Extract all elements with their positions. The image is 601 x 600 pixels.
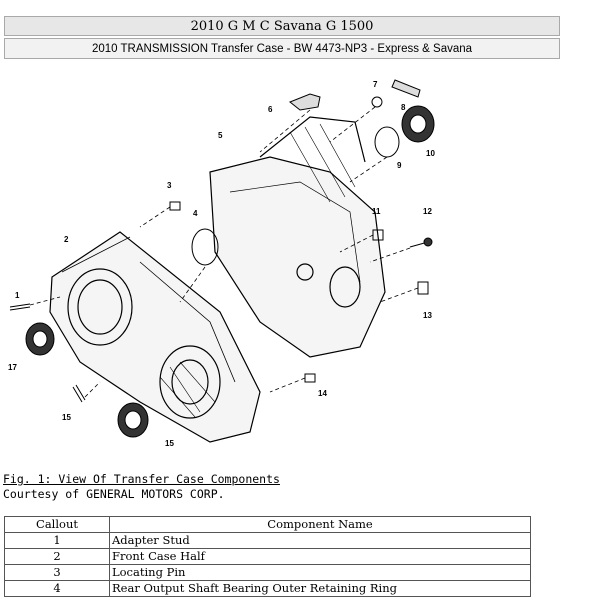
callout-15-lower: 15 [165,439,174,448]
callout-9: 9 [397,161,402,170]
callout-11: 11 [372,207,381,216]
table-cell-callout: 2 [4,548,110,565]
callout-4: 4 [193,209,198,218]
callout-10: 10 [426,149,435,158]
table-row: 2 Front Case Half [4,548,531,565]
callout-17: 17 [8,363,17,372]
table-cell-callout: 1 [4,532,110,549]
leader-lines [29,106,419,398]
column-header-callout: Callout [4,516,110,533]
transfer-case-diagram: 1 2 3 4 5 6 7 8 9 10 11 12 13 14 15 15 1… [8,79,435,448]
callout-15-upper: 15 [62,413,71,422]
page-title: 2010 G M C Savana G 1500 [4,16,560,36]
table-cell-callout: 3 [4,564,110,581]
front-case-half-drawing [49,231,261,443]
table-cell-callout: 4 [4,580,110,597]
table-header-row: Callout Component Name [4,516,531,533]
table-cell-component: Locating Pin [109,564,531,581]
callout-14: 14 [318,389,327,398]
callout-3: 3 [167,181,172,190]
callout-6: 6 [268,105,273,114]
callout-7: 7 [373,80,378,89]
components-table: Callout Component Name 1 Adapter Stud 2 … [4,516,531,597]
page-subtitle-text: 2010 TRANSMISSION Transfer Case - BW 447… [91,42,473,55]
page-title-text: 2010 G M C Savana G 1500 [190,18,374,34]
page-subtitle: 2010 TRANSMISSION Transfer Case - BW 447… [4,38,560,59]
callout-12: 12 [423,207,432,216]
rear-case-half-drawing [209,116,386,358]
table-row: 1 Adapter Stud [4,532,531,549]
callout-13: 13 [423,311,432,320]
table-cell-component: Rear Output Shaft Bearing Outer Retainin… [109,580,531,597]
figure-courtesy: Courtesy of GENERAL MOTORS CORP. [3,487,225,501]
table-row: 3 Locating Pin [4,564,531,581]
table-cell-component: Front Case Half [109,548,531,565]
callout-2: 2 [64,235,69,244]
callout-labels: 1 2 3 4 5 6 7 8 9 10 11 12 13 14 15 15 1… [8,80,435,448]
callout-5: 5 [218,131,223,140]
small-parts-drawing [9,79,435,438]
table-row: 4 Rear Output Shaft Bearing Outer Retain… [4,580,531,597]
callout-8: 8 [401,103,406,112]
table-cell-component: Adapter Stud [109,532,531,549]
figure-caption: Fig. 1: View Of Transfer Case Components [3,472,280,486]
column-header-component-name: Component Name [109,516,531,533]
callout-1: 1 [15,291,20,300]
